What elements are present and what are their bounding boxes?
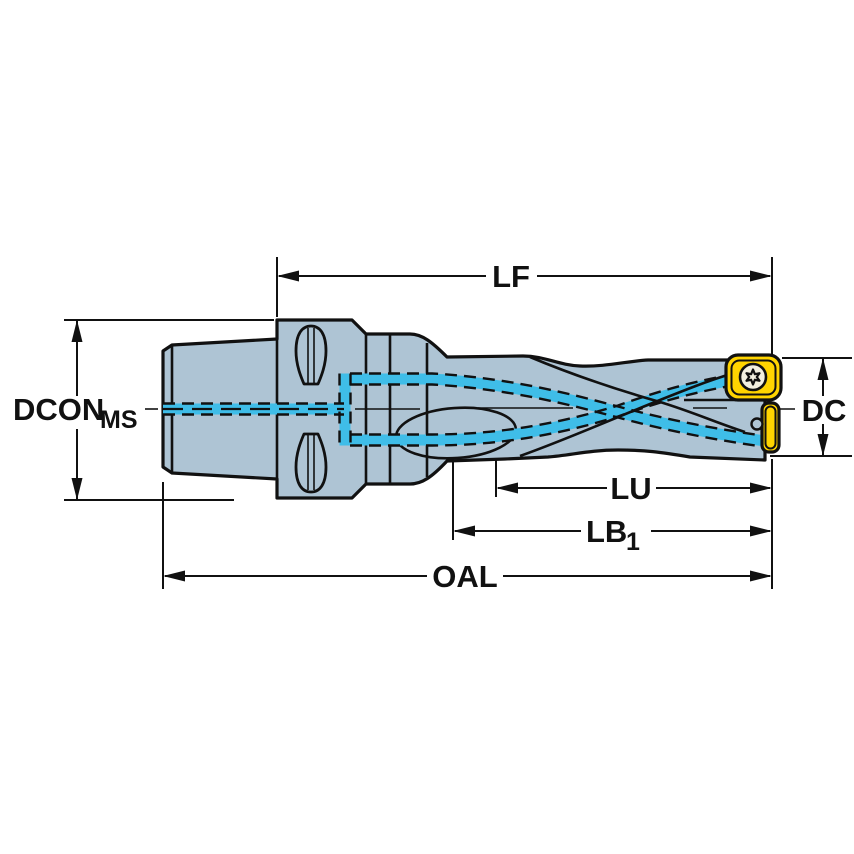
dimension-dcon: DCON MS [13,319,274,501]
flute-edge-ascending [519,372,732,458]
inserts [724,353,783,454]
lf-arrow-left-icon [277,270,299,282]
lf-arrow-right-icon [750,270,772,282]
dcon-arrow-down-icon [71,478,83,500]
flange-slot-top [294,324,328,386]
dcon-arrow-up-icon [71,320,83,342]
oal-arrow-left-icon [163,570,185,582]
dim-label-dcon-sub: MS [100,406,138,434]
flute-edges [519,355,746,458]
dim-label-dc: DC [802,393,847,428]
flute-edge-descending [529,355,746,434]
flange-slots [294,324,328,494]
peripheral-insert-inner-line [730,359,777,396]
dimension-lu: LU [495,459,772,506]
dim-label-dcon: DCON [13,392,104,427]
lb1-arrow-right-icon [750,525,772,537]
flange-slot-bottom [294,432,328,494]
coolant-hole [750,417,764,431]
lu-arrow-left-icon [496,482,518,494]
dim-label-lb: LB [586,514,627,549]
coolant-lower-branch [345,371,753,446]
dimension-dc: DC [770,357,852,457]
dimension-lf: LF [276,257,773,356]
dim-label-lb-sub: 1 [626,528,640,556]
coolant-connector-band [339,373,351,446]
dimension-oal: OAL [162,459,773,594]
central-insert-inner-line [764,405,777,450]
dim-label-lu: LU [610,471,651,506]
dim-label-lf: LF [492,259,530,294]
torx-star-icon [745,368,761,386]
lb1-arrow-left-icon [453,525,475,537]
tool-drawing [145,318,795,500]
dimension-lb1: LB 1 [452,459,772,556]
oal-arrow-right-icon [750,570,772,582]
lu-arrow-right-icon [750,482,772,494]
dc-arrow-up-icon [817,358,829,380]
dim-label-oal: OAL [432,559,497,594]
dc-arrow-down-icon [817,434,829,456]
